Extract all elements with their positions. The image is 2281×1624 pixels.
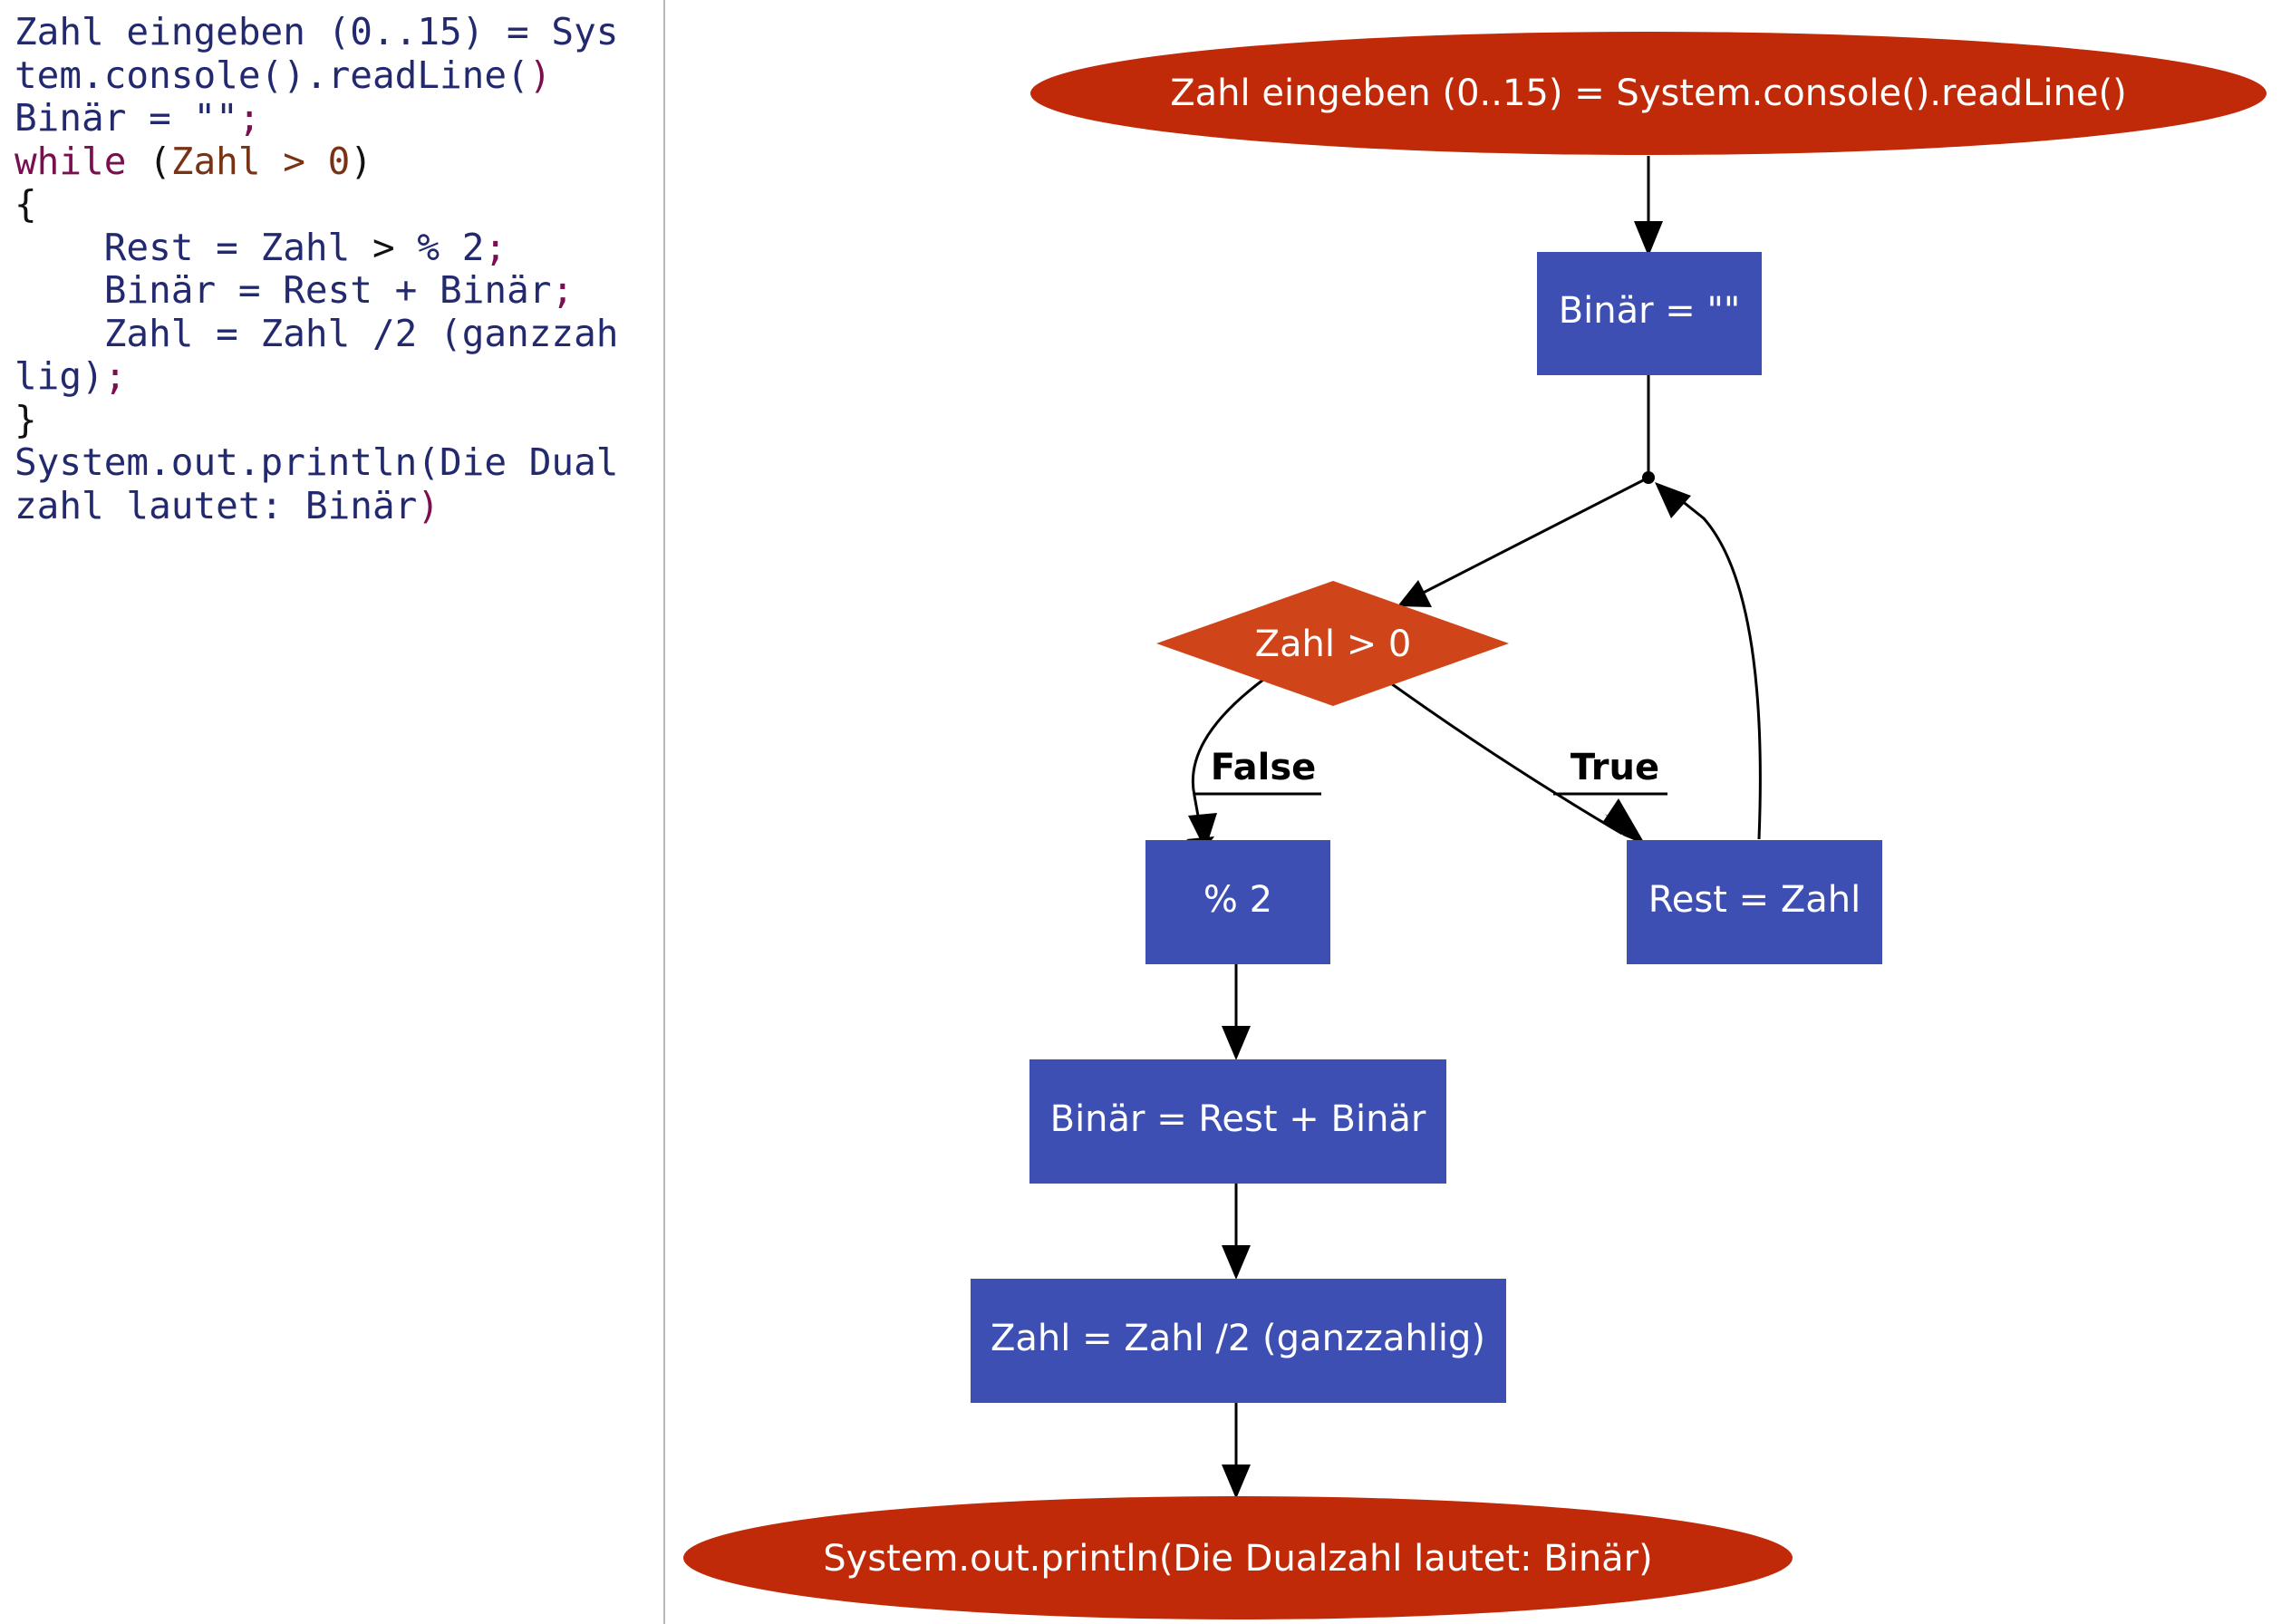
code-token: % 2 <box>417 225 485 269</box>
binar-step-label: Binär = Rest + Binär <box>1050 1098 1426 1140</box>
code-line: } <box>14 398 37 441</box>
code-line: tem.console().readLine() <box>14 53 551 97</box>
code-token: ; <box>484 225 507 269</box>
code-token: ; <box>103 354 127 398</box>
arrowhead-false-box-main <box>1188 813 1217 850</box>
init-node-label: Binär = "" <box>1559 290 1741 332</box>
loop-junction <box>1642 471 1655 484</box>
code-token: System.out.println(Die Dual <box>14 440 619 484</box>
code-token: { <box>14 182 37 226</box>
code-token: while <box>14 139 127 183</box>
code-token: Zahl eingeben (0..15) = Sys <box>14 10 619 53</box>
code-token: ( <box>149 139 171 183</box>
arrowhead-decision <box>1397 580 1432 607</box>
code-line: lig); <box>14 354 126 398</box>
false-branch-label: % 2 <box>1203 879 1272 921</box>
code-token: Binär = "" <box>14 96 238 140</box>
code-token: zahl lautet: Binär <box>14 483 418 527</box>
end-node <box>683 1496 1793 1619</box>
code-token: ) <box>528 53 552 97</box>
edge-decision-false <box>1191 678 1264 842</box>
code-token: ; <box>237 96 261 140</box>
code-token: Zahl > 0 <box>170 139 351 183</box>
false-label: False <box>1211 747 1317 788</box>
code-token: lig) <box>14 354 104 398</box>
code-token: tem.console().readLine( <box>14 53 529 97</box>
decision-node <box>1156 581 1509 706</box>
true-label: True <box>1571 747 1659 788</box>
arrowhead-loop <box>1655 482 1691 518</box>
code-token: Binär = Rest + Binär <box>103 268 552 312</box>
start-node-label: Zahl eingeben (0..15) = System.console()… <box>1170 72 2126 114</box>
zahl-step-label: Zahl = Zahl /2 (ganzzahlig) <box>991 1318 1485 1359</box>
arrowhead-binar <box>1222 1026 1251 1060</box>
code-line: while (Zahl > 0) <box>14 140 372 183</box>
code-line: Rest = Zahl > % 2; <box>14 226 507 269</box>
code-line: Binär = ""; <box>14 96 261 140</box>
zahl-step-node <box>971 1279 1506 1403</box>
edge-decision-true <box>1387 680 1623 836</box>
false-branch-node <box>1145 840 1330 964</box>
code-token: ) <box>417 483 440 527</box>
arrowhead-true-box-main <box>1602 798 1645 844</box>
code-line: Zahl eingeben (0..15) = Sys <box>14 10 618 53</box>
start-node <box>1030 32 2267 155</box>
code-token: > <box>350 225 418 269</box>
end-node-label: System.out.println(Die Dualzahl lautet: … <box>823 1538 1652 1580</box>
true-branch-label: Rest = Zahl <box>1648 879 1861 921</box>
code-token: Zahl = Zahl /2 (ganzzah <box>103 311 619 355</box>
arrowhead-end <box>1222 1464 1251 1499</box>
code-line: Binär = Rest + Binär; <box>14 268 574 312</box>
code-token: } <box>14 397 37 441</box>
edge-true-loop-back <box>1667 488 1762 840</box>
code-token: Rest = Zahl <box>103 225 351 269</box>
code-line: zahl lautet: Binär) <box>14 484 440 527</box>
code-token: ) <box>350 139 372 183</box>
init-node <box>1537 252 1762 375</box>
true-branch-node <box>1627 840 1882 964</box>
arrowhead-start-init <box>1634 221 1663 256</box>
binar-step-node <box>1029 1059 1446 1184</box>
edge-junction-to-decision <box>1401 476 1649 605</box>
code-line: System.out.println(Die Dual <box>14 440 618 484</box>
arrowhead-zahl <box>1222 1245 1251 1280</box>
code-line: { <box>14 182 37 226</box>
code-pane: Zahl eingeben (0..15) = Sys tem.console(… <box>0 0 665 1624</box>
decision-node-label: Zahl > 0 <box>1255 624 1412 665</box>
code-line: Zahl = Zahl /2 (ganzzah <box>14 311 619 355</box>
code-token: ; <box>551 268 575 312</box>
code-listing: Zahl eingeben (0..15) = Sys tem.console(… <box>14 10 619 527</box>
